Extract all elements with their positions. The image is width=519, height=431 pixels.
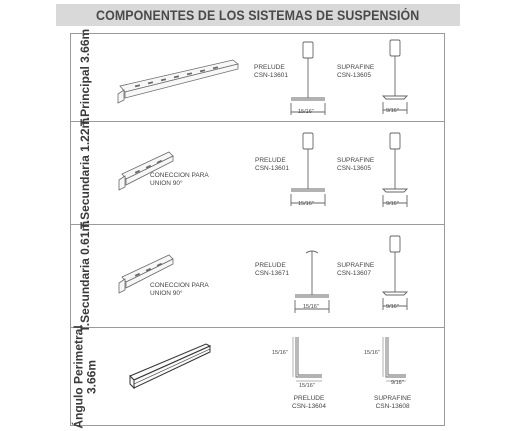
part-code: CSN-13605 bbox=[337, 71, 371, 79]
dimension-label: 15/16" bbox=[299, 383, 315, 389]
side-label-text: 3.66m bbox=[85, 359, 100, 395]
cross-tee-122-illustration bbox=[118, 151, 174, 191]
suprafine-profile bbox=[381, 235, 409, 310]
side-label-secundaria-122: T.Secundaria 1.22m bbox=[76, 117, 96, 228]
part-code: CSN-13601 bbox=[255, 164, 289, 172]
side-label-secundaria-061: T.Secundaria 0.61m bbox=[76, 220, 96, 331]
page-title: COMPONENTES DE LOS SISTEMAS DE SUSPENSIÓ… bbox=[96, 7, 420, 23]
note-line: CONECCION PARA bbox=[150, 282, 209, 289]
part-name: PRELUDE bbox=[255, 157, 286, 164]
part-name: PRELUDE bbox=[293, 395, 325, 402]
dimension-label: 15/16" bbox=[303, 304, 319, 310]
part-name: SUPRAFINE bbox=[337, 157, 375, 164]
part-label-prelude: PRELUDE CSN-13671 bbox=[255, 262, 289, 277]
suprafine-angle-profile bbox=[382, 337, 406, 382]
dimension-label: 15/16" bbox=[272, 350, 288, 356]
suprafine-profile bbox=[381, 39, 409, 114]
side-label-text: T.Principal 3.66m bbox=[78, 28, 93, 127]
part-name: SUPRAFINE bbox=[337, 262, 375, 269]
part-name: PRELUDE bbox=[255, 262, 286, 269]
side-label-text: T.Secundaria 1.22m bbox=[78, 117, 93, 229]
side-label-principal: T.Principal 3.66m bbox=[76, 29, 96, 126]
dimension-label: 15/16" bbox=[364, 350, 380, 356]
perimeter-angle-illustration bbox=[129, 343, 212, 390]
part-label-prelude: PRELUDE CSN-13604 bbox=[292, 395, 326, 410]
note-line: CONECCION PARA bbox=[150, 172, 209, 179]
part-code: CSN-13601 bbox=[254, 71, 288, 79]
side-label-text: T.Secundaria 0.61m bbox=[78, 220, 93, 332]
connection-note: CONECCION PARA UNION 90° bbox=[150, 172, 209, 187]
title-bar: COMPONENTES DE LOS SISTEMAS DE SUSPENSIÓ… bbox=[56, 4, 460, 26]
components-table bbox=[70, 33, 445, 426]
dimension-label: 15/16" bbox=[298, 109, 314, 115]
prelude-profile bbox=[290, 41, 326, 115]
part-label-prelude: PRELUDE CSN-13601 bbox=[255, 157, 289, 172]
part-code: CSN-13605 bbox=[337, 164, 371, 172]
row-divider bbox=[70, 327, 445, 328]
side-label-angulo: Ángulo Perimetral 3.66m bbox=[71, 325, 101, 428]
part-name: PRELUDE bbox=[254, 64, 285, 71]
part-label-suprafine: SUPRAFINE CSN-13605 bbox=[337, 64, 374, 79]
part-label-suprafine: SUPRAFINE CSN-13607 bbox=[337, 262, 374, 277]
main-tee-illustration bbox=[117, 59, 239, 104]
row-divider bbox=[70, 224, 445, 225]
prelude-angle-profile bbox=[292, 337, 322, 382]
row-divider bbox=[70, 121, 445, 122]
cross-tee-061-illustration bbox=[118, 254, 174, 294]
part-code: CSN-13604 bbox=[292, 402, 326, 410]
connection-note: CONECCION PARA UNION 90° bbox=[150, 282, 209, 297]
dimension-label: 9/16" bbox=[386, 201, 399, 207]
dimension-label: 9/16" bbox=[391, 380, 404, 386]
prelude-profile bbox=[290, 132, 326, 206]
part-name: SUPRAFINE bbox=[374, 395, 412, 402]
dimension-label: 9/16" bbox=[386, 304, 399, 310]
prelude-profile bbox=[294, 250, 330, 313]
note-line: UNION 90° bbox=[150, 179, 183, 187]
suprafine-profile bbox=[381, 132, 409, 207]
part-label-suprafine: SUPRAFINE CSN-13608 bbox=[374, 395, 411, 410]
dimension-label: 15/16" bbox=[298, 201, 314, 207]
part-label-suprafine: SUPRAFINE CSN-13605 bbox=[337, 157, 374, 172]
part-name: SUPRAFINE bbox=[337, 64, 375, 71]
part-code: CSN-13608 bbox=[375, 402, 410, 410]
part-label-prelude: PRELUDE CSN-13601 bbox=[254, 64, 288, 79]
note-line: UNION 90° bbox=[150, 289, 183, 297]
part-code: CSN-13671 bbox=[255, 269, 289, 277]
part-code: CSN-13607 bbox=[337, 269, 371, 277]
dimension-label: 9/16" bbox=[386, 108, 399, 114]
